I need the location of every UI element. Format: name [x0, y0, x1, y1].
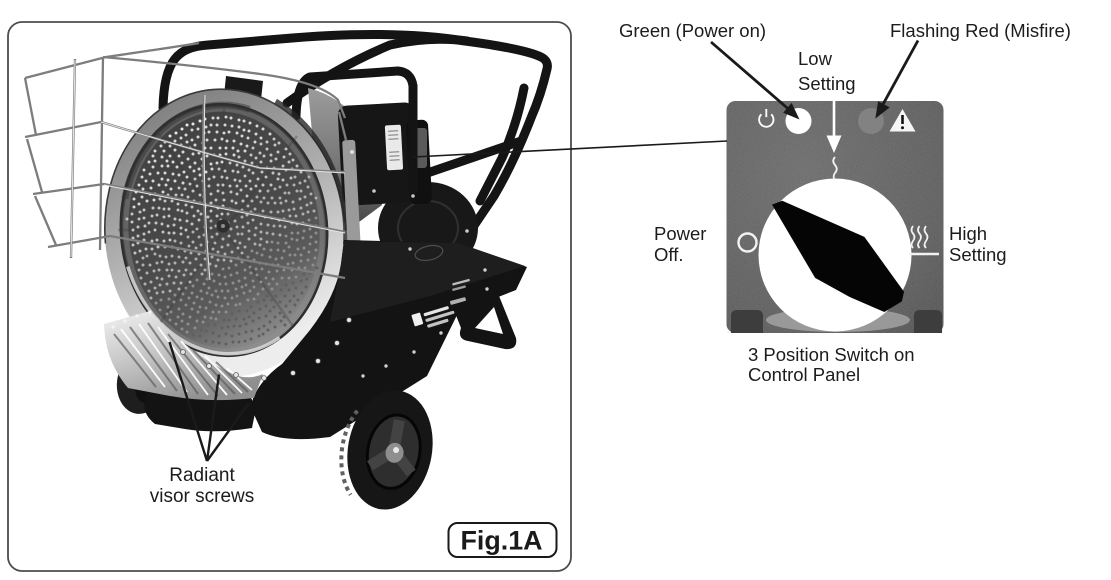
svg-text:Fig.1A: Fig.1A: [461, 526, 543, 556]
